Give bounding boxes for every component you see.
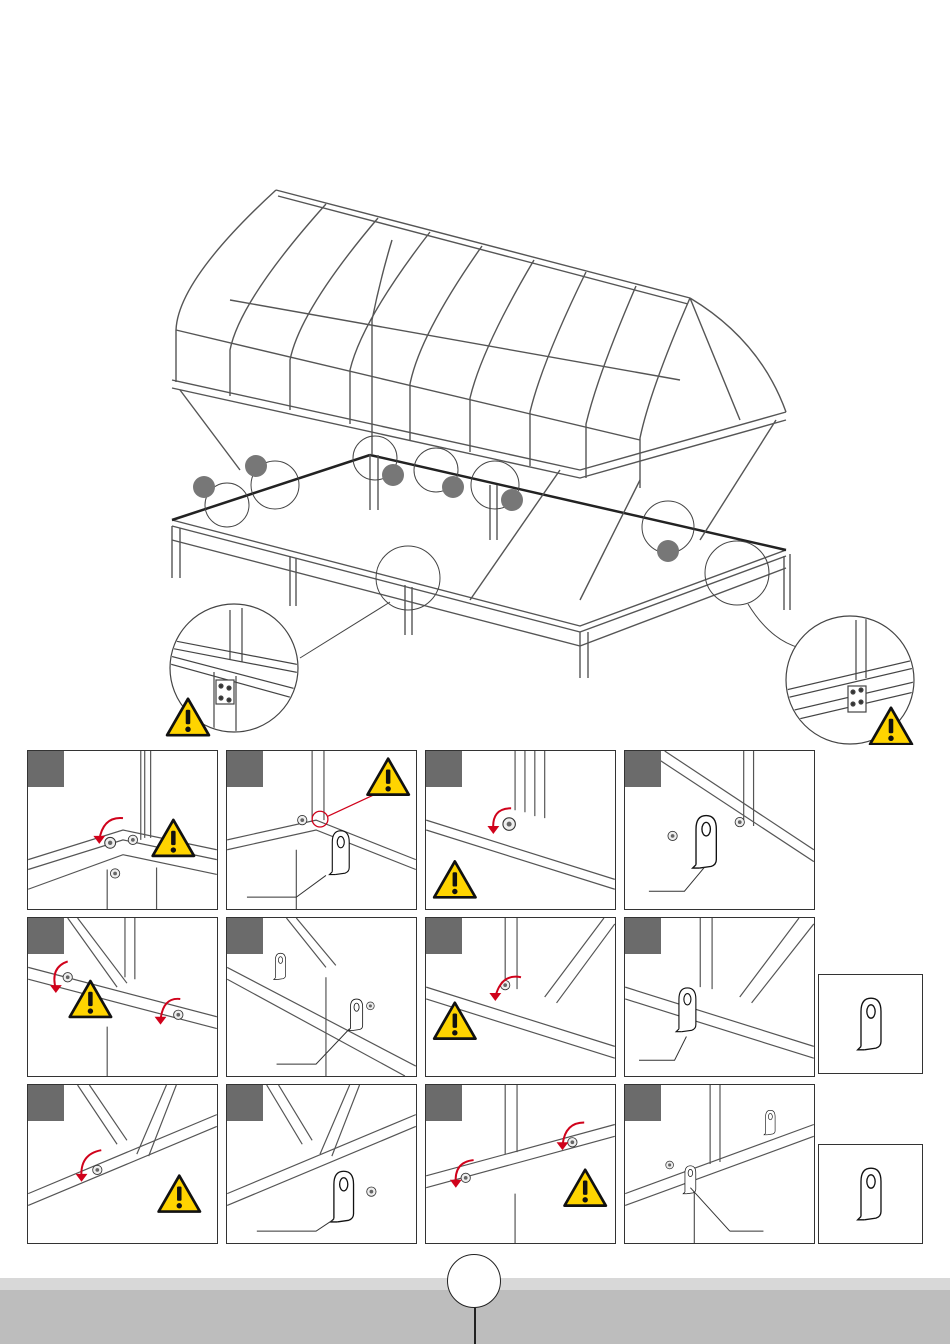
step-number-box <box>625 1085 661 1121</box>
page-number-circle <box>447 1254 501 1308</box>
step-panel-1 <box>27 750 218 910</box>
bracket-part-box-1 <box>818 974 923 1074</box>
step-number-box <box>426 751 462 787</box>
step-panel-11 <box>425 1084 616 1244</box>
step-number-box <box>227 751 263 787</box>
step-number-box <box>625 751 661 787</box>
step-number-box <box>426 1085 462 1121</box>
step-panel-8 <box>624 917 815 1077</box>
angle-bracket-icon <box>858 998 881 1050</box>
step-panel-6 <box>226 917 417 1077</box>
step-panel-4 <box>624 750 815 910</box>
step-number-box <box>28 1085 64 1121</box>
step-panel-3 <box>425 750 616 910</box>
footer-divider-line <box>474 1308 476 1344</box>
bracket-part-box-2 <box>818 1144 923 1244</box>
step-number-box <box>227 918 263 954</box>
step-number-box <box>227 1085 263 1121</box>
step-panel-5 <box>27 917 218 1077</box>
step-panel-9 <box>27 1084 218 1244</box>
step-number-box <box>28 918 64 954</box>
angle-bracket-icon <box>858 1168 881 1220</box>
step-panel-2 <box>226 750 417 910</box>
step-number-box <box>625 918 661 954</box>
step-panel-10 <box>226 1084 417 1244</box>
step-panel-12 <box>624 1084 815 1244</box>
step-panel-7 <box>425 917 616 1077</box>
greenhouse-frame-illustration <box>0 0 950 745</box>
step-number-box <box>28 751 64 787</box>
step-number-box <box>426 918 462 954</box>
